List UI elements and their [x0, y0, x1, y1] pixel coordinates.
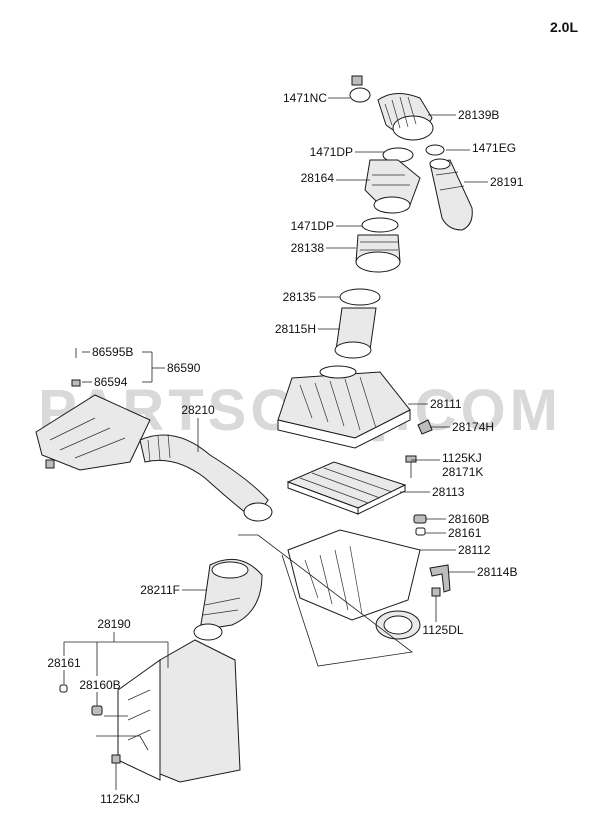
bushing-28161-upper-drawing [415, 527, 426, 536]
callout-1471eg[interactable]: 1471EG [472, 141, 516, 155]
callout-labels: 1471NC 28139B 1471DP 1471EG 28164 28191 … [47, 91, 523, 806]
callout-28210[interactable]: 28210 [181, 403, 215, 417]
duct-28115h-drawing [334, 307, 377, 359]
callout-28161-upper[interactable]: 28161 [448, 526, 482, 540]
leader-lines [63, 97, 488, 790]
callout-28211f[interactable]: 28211F [140, 583, 180, 597]
clamp-1471eg-drawing [425, 144, 445, 156]
callout-86595b[interactable]: 86595B [92, 345, 133, 359]
callout-28160b-upper[interactable]: 28160B [448, 512, 489, 526]
hose-28210-drawing [139, 433, 273, 522]
resonator-28164-drawing [364, 147, 421, 214]
breather-hose-28191-drawing [429, 158, 473, 231]
callout-28191[interactable]: 28191 [490, 175, 524, 189]
filter-element-28113-drawing [286, 461, 407, 515]
callout-1471nc[interactable]: 1471NC [283, 91, 327, 105]
clip-28174h-drawing [417, 419, 433, 435]
callout-1471dp-upper[interactable]: 1471DP [310, 145, 353, 159]
air-cleaner-cover-28111-drawing [277, 365, 411, 449]
callout-28115h[interactable]: 28115H [275, 322, 316, 336]
air-cleaner-body-28112-drawing [287, 529, 421, 640]
grommet-28160b-lower-drawing [91, 705, 103, 716]
callout-28164[interactable]: 28164 [301, 171, 335, 185]
callout-28161-lower[interactable]: 28161 [47, 656, 81, 670]
bolt-1125kj-lower-drawing [111, 754, 121, 774]
callout-1471dp-lower[interactable]: 1471DP [291, 219, 334, 233]
engine-variant-label: 2.0L [550, 19, 578, 35]
callout-1125kj-upper[interactable]: 1125KJ [442, 451, 482, 465]
bolt-1125dl-drawing [431, 587, 441, 618]
callout-28112[interactable]: 28112 [458, 543, 491, 557]
grommet-28160b-upper-drawing [413, 514, 427, 524]
intake-duct-86590-drawing [35, 394, 151, 471]
ring-28135-drawing [339, 288, 381, 306]
bracket-28114b-drawing [429, 564, 451, 593]
callout-28135[interactable]: 28135 [283, 290, 317, 304]
callout-28111[interactable]: 28111 [430, 397, 462, 411]
callout-28171k[interactable]: 28171K [442, 465, 483, 479]
callout-28138[interactable]: 28138 [291, 241, 325, 255]
callout-28190[interactable]: 28190 [97, 617, 131, 631]
hose-28211f-drawing [193, 558, 263, 641]
callout-28139b[interactable]: 28139B [458, 108, 499, 122]
bushing-28161-lower-drawing [59, 684, 68, 693]
callout-28174h[interactable]: 28174H [452, 420, 494, 434]
callout-28160b-lower[interactable]: 28160B [79, 678, 120, 692]
callout-1125kj-lower[interactable]: 1125KJ [100, 792, 140, 806]
screw-86594-drawing [71, 379, 81, 387]
assembly-guide-lines [96, 534, 413, 751]
intake-hose-28139b-drawing [377, 93, 434, 141]
resonator-28190-drawing [117, 639, 241, 783]
intake-hose-28138-drawing [355, 234, 401, 273]
callout-86590[interactable]: 86590 [167, 361, 201, 375]
hose-clamp-1471nc-drawing [349, 75, 371, 103]
callout-28113[interactable]: 28113 [432, 485, 465, 499]
clamp-1471dp-lower-drawing [361, 217, 399, 233]
bolt-1125kj-upper-drawing [405, 455, 417, 478]
callout-86594[interactable]: 86594 [94, 375, 128, 389]
callout-1125dl[interactable]: 1125DL [422, 623, 463, 637]
callout-28114b[interactable]: 28114B [477, 565, 517, 579]
